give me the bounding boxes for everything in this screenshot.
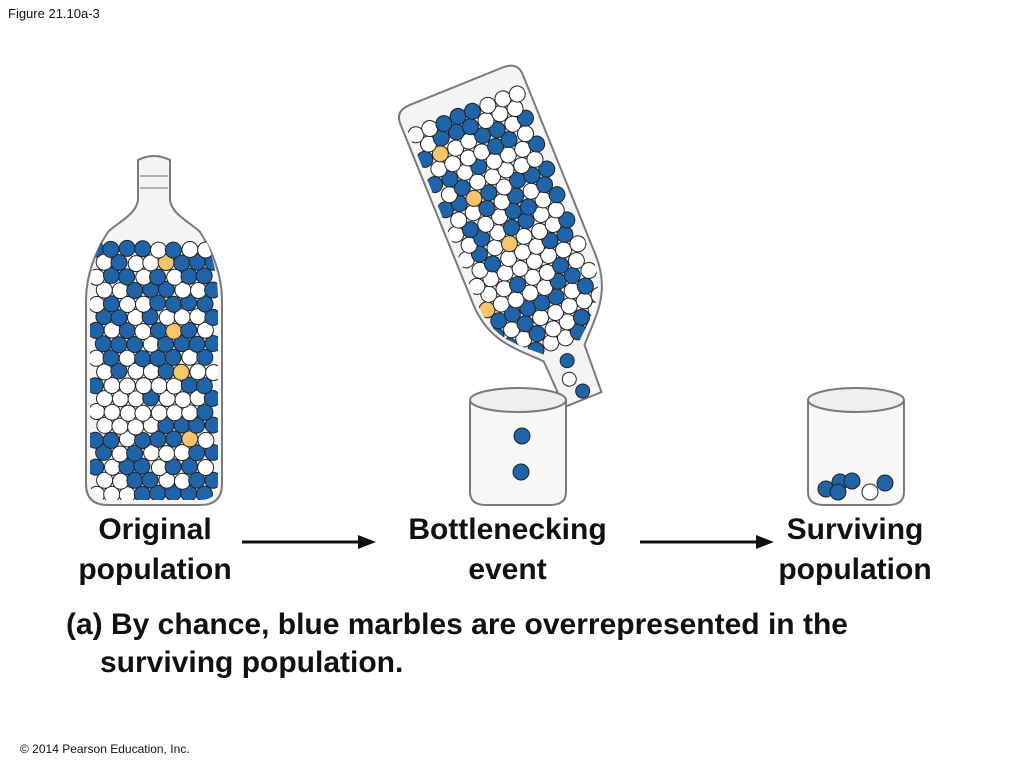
white-marble — [135, 405, 151, 421]
white-marble — [174, 473, 190, 489]
blue-marble — [877, 475, 893, 491]
blue-marble — [119, 269, 135, 285]
white-marble — [119, 378, 135, 394]
blue-marble — [135, 351, 151, 367]
falling-marble — [514, 428, 530, 444]
white-marble — [862, 484, 878, 500]
original-marbles — [87, 240, 221, 502]
label-bottlenecking-event: Bottleneckingevent — [380, 510, 635, 590]
white-marble — [598, 310, 619, 331]
figure-caption: (a) By chance, blue marbles are overrepr… — [66, 606, 986, 682]
blue-marble — [135, 241, 151, 257]
white-marble — [136, 296, 152, 312]
white-marble — [97, 364, 113, 380]
white-marble — [175, 392, 191, 408]
white-marble — [151, 242, 167, 258]
white-marble — [113, 473, 129, 489]
white-marble — [128, 256, 144, 272]
arrow-to-bottleneck — [242, 532, 378, 552]
blue-marble — [166, 296, 182, 312]
white-marble — [112, 446, 128, 462]
blue-marble — [134, 486, 150, 502]
white-marble — [198, 460, 214, 476]
blue-marble — [111, 337, 127, 353]
blue-marble — [88, 322, 104, 338]
middle-cup — [470, 388, 566, 505]
white-marble — [159, 446, 175, 462]
white-marble — [151, 405, 167, 421]
white-marble — [191, 283, 207, 299]
pouring-bottle — [395, 61, 644, 424]
white-marble — [120, 405, 136, 421]
white-marble — [135, 324, 151, 340]
white-marble — [198, 432, 214, 448]
blue-marble — [496, 350, 517, 371]
surviving-cup — [808, 388, 904, 505]
white-marble — [151, 378, 167, 394]
blue-marble — [844, 473, 860, 489]
blue-marble — [189, 336, 205, 352]
yellow-marble — [173, 364, 189, 380]
blue-marble — [150, 350, 166, 366]
blue-marble — [119, 240, 135, 256]
blue-marble — [88, 459, 104, 475]
copyright-notice: © 2014 Pearson Education, Inc. — [20, 742, 190, 756]
white-marble — [182, 242, 198, 258]
original-bottle — [86, 156, 222, 505]
white-marble — [190, 364, 206, 380]
white-marble — [136, 378, 152, 394]
blue-marble — [103, 432, 119, 448]
white-marble — [167, 269, 183, 285]
blue-marble — [830, 484, 846, 500]
blue-marble — [165, 242, 181, 258]
white-marble — [89, 297, 105, 313]
falling-marble — [513, 464, 529, 480]
blue-marble — [103, 241, 119, 257]
white-marble — [88, 350, 104, 366]
blue-marble — [150, 269, 166, 285]
